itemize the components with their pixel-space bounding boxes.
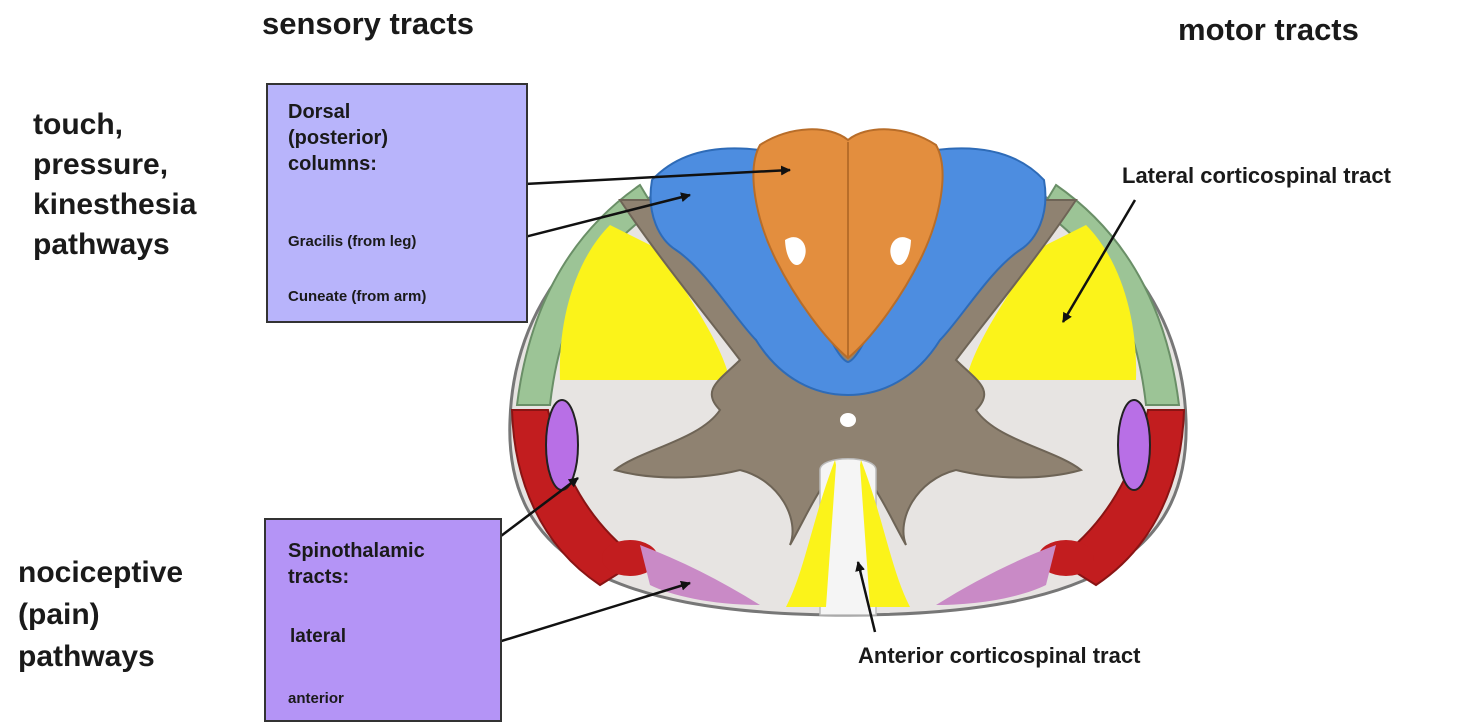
spino-title-line-1: Spinothalamic [288,538,425,564]
touch-line: touch, [33,105,196,145]
anterior-label: anterior [288,690,344,707]
spino-title-line-2: tracts: [288,564,425,590]
spino-title: Spinothalamic tracts: [288,538,425,590]
lateral-spinothalamic-left [546,400,578,490]
pain-pathways-label: nociceptive (pain) pathways [18,552,183,678]
pathways-line: pathways [33,225,196,265]
pathways-line-2: pathways [18,636,183,678]
sensory-header: sensory tracts [262,6,474,42]
pain-line: (pain) [18,594,183,636]
dorsal-title: Dorsal (posterior) columns: [288,99,388,177]
kinesthesia-line: kinesthesia [33,185,196,225]
lateral-spinothalamic-right [1118,400,1150,490]
nociceptive-line: nociceptive [18,552,183,594]
anterior-cst-label: Anterior corticospinal tract [858,643,1140,669]
lateral-cst-label: Lateral corticospinal tract [1122,163,1391,189]
touch-pathways-label: touch, pressure, kinesthesia pathways [33,105,196,265]
dorsal-columns-box: Dorsal (posterior) columns: Gracilis (fr… [266,83,528,323]
dorsal-title-line-1: Dorsal [288,99,388,125]
motor-header: motor tracts [1178,12,1359,48]
dorsal-title-line-3: columns: [288,151,388,177]
spinothalamic-box: Spinothalamic tracts: lateral anterior [264,518,502,722]
pressure-line: pressure, [33,145,196,185]
lateral-label: lateral [290,626,346,648]
gracilis-label: Gracilis (from leg) [288,233,416,250]
central-canal [840,413,856,427]
cuneate-label: Cuneate (from arm) [288,288,426,305]
dorsal-title-line-2: (posterior) [288,125,388,151]
